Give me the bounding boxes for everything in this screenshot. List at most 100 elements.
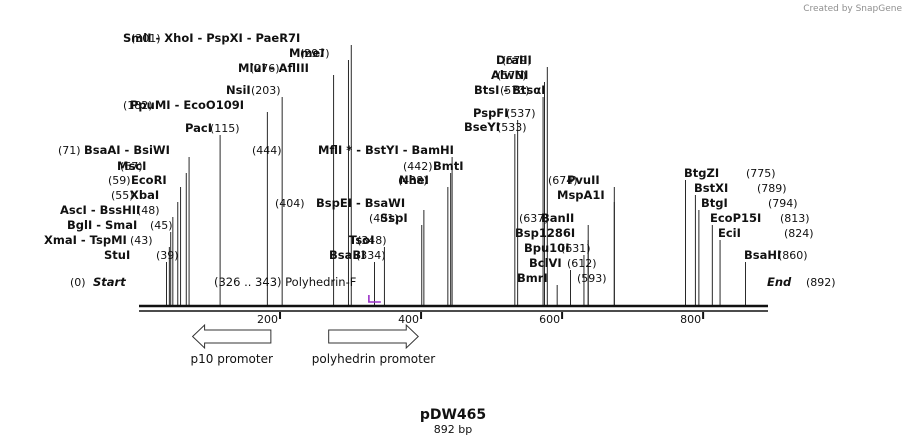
enzyme-site[interactable]: (71)BsaAI - BsiWI (58, 143, 170, 157)
enzyme-site[interactable]: (115)PacI (185, 121, 240, 135)
enzyme-site[interactable]: (45)BglI - SmaI (67, 218, 173, 232)
enzyme-name: PvuII (567, 173, 600, 187)
ruler-tick-label: 200 (257, 313, 278, 326)
enzyme-position: (39) (156, 249, 179, 262)
enzyme-site[interactable]: (813)EcoP15I (710, 211, 810, 225)
enzyme-site[interactable]: (276)MluI - AflIII (238, 61, 309, 75)
enzyme-position: (860) (778, 249, 808, 262)
enzyme-name: XbaI (130, 188, 159, 202)
enzyme-name: BmrI (517, 271, 548, 285)
enzyme-position: (297) (300, 47, 330, 60)
enzyme-site[interactable]: (203)NsiI (226, 83, 281, 97)
enzyme-site[interactable]: (674)PvuII (548, 173, 600, 187)
enzyme-site[interactable]: (612)BclVI (529, 256, 597, 270)
snapgene-credit: Created by SnapGene (803, 4, 902, 14)
enzyme-position: (575) (497, 69, 527, 82)
feature-label: polyhedrin promoter (312, 352, 435, 366)
enzyme-name: PspFI (473, 106, 508, 120)
enzyme-position: (573) (500, 84, 530, 97)
enzyme-site[interactable]: (575)AlwNI (491, 68, 528, 82)
ruler-tick-label: 400 (398, 313, 419, 326)
enzyme-site[interactable]: MspA1I (557, 188, 605, 202)
enzyme-site[interactable]: (593)BmrI (517, 271, 607, 285)
ruler-tick-label: 600 (539, 313, 560, 326)
enzyme-position: (438) (398, 174, 428, 187)
enzyme-position: (276) (250, 62, 280, 75)
enzyme-position: (404) (275, 197, 305, 210)
enzyme-site[interactable]: (537)PspFI (473, 106, 536, 120)
enzyme-site[interactable]: (573)BtsI - BtsαI (474, 83, 545, 97)
start-marker: (0) Start (70, 275, 126, 289)
enzyme-position: (824) (784, 227, 814, 240)
enzyme-name: EciI (718, 226, 741, 240)
enzyme-name: Bsp1286I (515, 226, 575, 240)
enzyme-name: MluI - AflIII (238, 61, 309, 75)
enzyme-position: (59) (108, 174, 131, 187)
enzyme-position: (67) (120, 160, 143, 173)
end-position: (892) (806, 276, 836, 289)
enzyme-name: XmaI - TspMI (44, 233, 127, 247)
enzyme-name: PpuMI - EcoO109I (130, 98, 244, 112)
enzyme-site[interactable]: (401)SspI (369, 211, 408, 225)
enzyme-site[interactable]: (775) BtgZI (684, 166, 776, 180)
enzyme-name: MmeI (289, 46, 325, 60)
enzyme-site[interactable]: (301)SmlI - XhoI - PspXI - PaeR7I (123, 31, 300, 45)
enzyme-position: (674) (548, 174, 578, 187)
enzyme-name: BtsI - BtsαI (474, 83, 545, 97)
enzyme-site[interactable]: (43)XmaI - TspMI (44, 233, 153, 247)
enzyme-site[interactable]: (48)AscI - BssHII (60, 203, 160, 217)
enzyme-site[interactable]: (794) BtgI (701, 196, 798, 210)
plasmid-length: 892 bp (434, 423, 472, 436)
enzyme-position: (48) (137, 204, 160, 217)
start-position: (0) (70, 276, 86, 289)
enzyme-site[interactable]: (442)BmtI (403, 159, 464, 173)
enzyme-name: MspA1I (557, 188, 605, 202)
sequence-backbone (139, 304, 768, 312)
enzyme-name: BseYI (464, 120, 500, 134)
enzyme-position: (775) (746, 167, 776, 180)
feature-p10-promoter[interactable]: p10 promoter (191, 323, 273, 366)
enzyme-site[interactable]: (59)EcoRI (108, 173, 167, 187)
enzyme-name: MscI (117, 159, 146, 173)
enzyme-site[interactable]: (182)PpuMI - EcoO109I (123, 98, 244, 112)
enzyme-position: (533) (497, 121, 527, 134)
enzyme-position: (444) (252, 144, 282, 157)
feature-polyhedrin-promoter[interactable]: polyhedrin promoter (312, 323, 435, 366)
enzyme-name: NsiI (226, 83, 251, 97)
enzyme-name: TsoI (349, 233, 374, 247)
enzyme-site[interactable]: Bsp1286I (515, 226, 575, 240)
enzyme-site[interactable]: (438)NheI (398, 173, 429, 187)
enzyme-name: BsaHI (744, 248, 781, 262)
enzyme-site[interactable]: (297)MmeI (289, 46, 330, 60)
enzyme-site[interactable]: (348)TsoI (349, 233, 387, 247)
enzyme-name: Bpu10I (524, 241, 569, 255)
enzyme-site[interactable]: (55)XbaI (111, 188, 159, 202)
features: p10 promoter polyhedrin promoter (191, 323, 435, 366)
end-marker: End (892) (767, 275, 836, 289)
enzyme-name: SmlI - XhoI - PspXI - PaeR7I (123, 31, 300, 45)
enzyme-site[interactable]: (637)BanII (519, 211, 574, 225)
enzyme-name: BclVI (529, 256, 562, 270)
enzyme-site[interactable]: (334)BsaBI (329, 248, 386, 262)
enzyme-position: (115) (210, 122, 240, 135)
enzyme-name: EcoP15I (710, 211, 761, 225)
enzyme-site[interactable]: (39)StuI (104, 248, 179, 262)
enzyme-site[interactable]: (444)MflI * - BstYI - BamHI (252, 143, 454, 157)
enzyme-name: AlwNI (491, 68, 528, 82)
enzyme-site[interactable]: (824) EciI (718, 226, 814, 240)
enzyme-site[interactable]: (860)BsaHI (744, 248, 808, 262)
enzyme-site[interactable]: (67)MscI (117, 159, 146, 173)
enzyme-site[interactable]: (631)Bpu10I (524, 241, 591, 255)
enzyme-name: BtgZI (684, 166, 719, 180)
enzyme-site[interactable]: (579)DraIII (496, 53, 532, 67)
enzyme-site[interactable]: (789)BstXI (694, 181, 787, 195)
enzyme-site[interactable]: (533)BseYI (464, 120, 527, 134)
enzyme-name: BtgI (701, 196, 728, 210)
enzyme-position: (334) (356, 249, 386, 262)
primer-polyhedrin-f[interactable]: (326 .. 343) Polyhedrin-F (214, 275, 381, 303)
enzyme-position: (794) (768, 197, 798, 210)
enzyme-name: BsaAI - BsiWI (84, 143, 170, 157)
enzyme-site[interactable]: (404)BspEI - BsaWI (275, 196, 405, 210)
end-label: End (767, 275, 792, 289)
